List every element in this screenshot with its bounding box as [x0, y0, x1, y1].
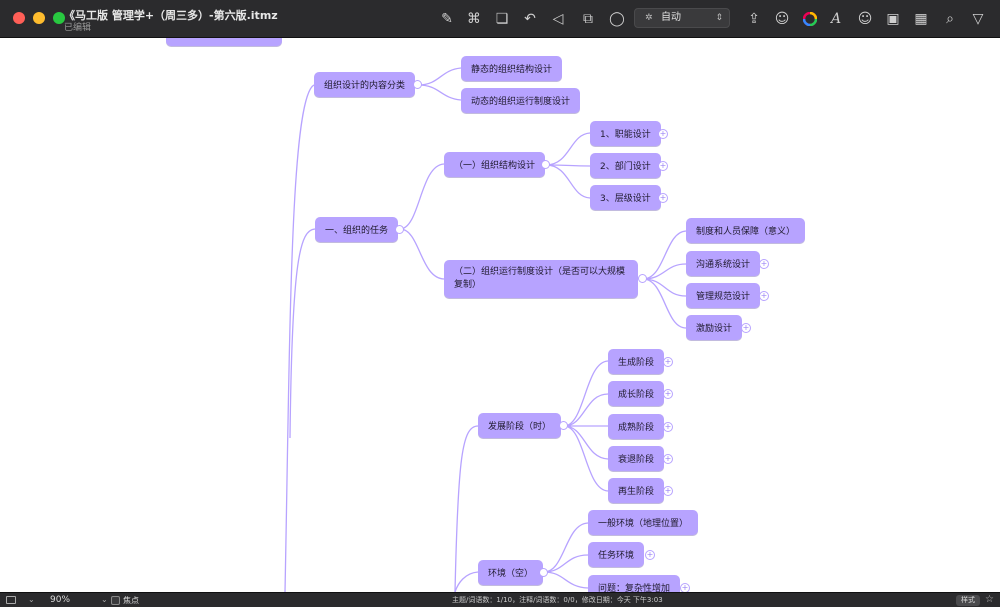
topic-icon[interactable]: ◁: [552, 11, 564, 27]
topic-dynamic-design[interactable]: 动态的组织运行制度设计: [461, 88, 581, 113]
topic-system-design[interactable]: （二）组织运行制度设计（是否可以大规模复制）: [444, 260, 638, 298]
color-wheel-icon[interactable]: [800, 9, 820, 29]
topic-rebirth-stage[interactable]: 再生阶段: [608, 478, 665, 503]
offscreen-topic[interactable]: [166, 38, 282, 46]
topic-environment[interactable]: 环境（空）: [478, 560, 544, 585]
status-bar: ⌄ 90% ⌄ 焦点 主题/词语数：1/10，注释/词语数：0/0，修改日期：今…: [0, 592, 1000, 607]
chevron-down-icon[interactable]: ⌄: [28, 595, 35, 604]
expand-plus-icon[interactable]: +: [658, 161, 668, 171]
topic-communication-design[interactable]: 沟通系统设计: [686, 251, 761, 276]
topic-complexity-issue[interactable]: 问题：复杂性增加: [588, 575, 681, 592]
collapse-toggle[interactable]: [541, 160, 550, 169]
topic-structure-design[interactable]: （一）组织结构设计: [444, 152, 546, 177]
focus-label: 焦点: [123, 596, 139, 605]
emoji-icon[interactable]: ☺: [857, 11, 873, 27]
table-icon[interactable]: ▦: [914, 11, 928, 27]
topic-growth-stage[interactable]: 成长阶段: [608, 381, 665, 406]
topic-development-stage[interactable]: 发展阶段（时）: [478, 413, 562, 438]
topic-management-norms[interactable]: 管理规范设计: [686, 283, 761, 308]
expand-plus-icon[interactable]: +: [759, 259, 769, 269]
minimize-window-button[interactable]: [33, 12, 45, 24]
updown-chevron-icon: ⇕: [715, 13, 723, 23]
expand-plus-icon[interactable]: +: [663, 357, 673, 367]
topic-organization-task[interactable]: 一、组织的任务: [315, 217, 399, 242]
topic-mature-stage[interactable]: 成熟阶段: [608, 414, 665, 439]
topic-function-design[interactable]: 1、职能设计: [590, 121, 661, 146]
document-stats: 主题/词语数：1/10，注释/词语数：0/0，修改日期：今天 下午3:03: [452, 596, 663, 604]
note-icon[interactable]: ✎: [441, 11, 453, 27]
theme-icon[interactable]: ☺: [774, 11, 790, 27]
expand-plus-icon[interactable]: +: [658, 129, 668, 139]
expand-plus-icon[interactable]: +: [658, 193, 668, 203]
style-button[interactable]: 样式: [956, 595, 980, 606]
mindmap-canvas[interactable]: 组织设计的内容分类 静态的组织结构设计 动态的组织运行制度设计 一、组织的任务 …: [0, 38, 1000, 592]
topic-general-environment[interactable]: 一般环境（地理位置）: [588, 510, 699, 535]
style-select-value: 自动: [661, 12, 681, 23]
collapse-toggle[interactable]: [539, 568, 548, 577]
image-icon[interactable]: ▣: [886, 11, 900, 27]
collapse-toggle[interactable]: [638, 274, 647, 283]
expand-plus-icon[interactable]: +: [663, 389, 673, 399]
subtopic-icon[interactable]: ⧉: [583, 11, 593, 27]
sidebar-toggle-icon[interactable]: [6, 596, 16, 604]
window-controls: [13, 12, 65, 24]
undo-arrow-icon[interactable]: ↶: [524, 11, 536, 27]
document-title: 《马工版 管理学+（周三多）-第六版.itmz: [64, 9, 278, 22]
zoom-level[interactable]: 90%: [50, 595, 71, 605]
style-select[interactable]: ✲ 自动 ⇕: [634, 8, 730, 28]
topic-birth-stage[interactable]: 生成阶段: [608, 349, 665, 374]
topic-level-design[interactable]: 3、层级设计: [590, 185, 661, 210]
connection-lines: [284, 67, 687, 592]
focus-checkbox[interactable]: [111, 596, 120, 605]
expand-plus-icon[interactable]: +: [741, 323, 751, 333]
title-bar: 《马工版 管理学+（周三多）-第六版.itmz 已编辑 ✎ ⌘ ❏ ↶ ◁ ⧉ …: [0, 0, 1000, 38]
expand-plus-icon[interactable]: +: [663, 422, 673, 432]
collapse-toggle[interactable]: [559, 421, 568, 430]
topic-task-environment[interactable]: 任务环境: [588, 542, 645, 567]
callout-icon[interactable]: ◯: [609, 11, 625, 27]
zoom-window-button[interactable]: [53, 12, 65, 24]
topic-incentive-design[interactable]: 激励设计: [686, 315, 743, 340]
boundary-icon[interactable]: ❏: [495, 11, 509, 27]
collapse-toggle[interactable]: [413, 80, 422, 89]
topic-department-design[interactable]: 2、部门设计: [590, 153, 661, 178]
zoom-chevron-down-icon[interactable]: ⌄: [101, 595, 108, 604]
close-window-button[interactable]: [13, 12, 25, 24]
relation-icon[interactable]: ⌘: [467, 11, 481, 27]
expand-plus-icon[interactable]: +: [680, 583, 690, 592]
font-icon[interactable]: A: [830, 11, 842, 27]
expand-plus-icon[interactable]: +: [663, 454, 673, 464]
star-icon[interactable]: ☆: [985, 594, 994, 605]
document-status: 已编辑: [64, 23, 92, 33]
expand-plus-icon[interactable]: +: [645, 550, 655, 560]
topic-content-classification[interactable]: 组织设计的内容分类: [314, 72, 416, 97]
search-icon[interactable]: ⌕: [946, 11, 954, 27]
topic-static-design[interactable]: 静态的组织结构设计: [461, 56, 563, 81]
collapse-toggle[interactable]: [395, 225, 404, 234]
topic-decline-stage[interactable]: 衰退阶段: [608, 446, 665, 471]
topic-personnel-guarantee[interactable]: 制度和人员保障（意义）: [686, 218, 806, 243]
expand-plus-icon[interactable]: +: [663, 486, 673, 496]
expand-plus-icon[interactable]: +: [759, 291, 769, 301]
filter-icon[interactable]: ▽: [972, 11, 984, 27]
share-icon[interactable]: ⇪: [748, 11, 760, 27]
sparkle-icon: ✲: [645, 13, 653, 23]
